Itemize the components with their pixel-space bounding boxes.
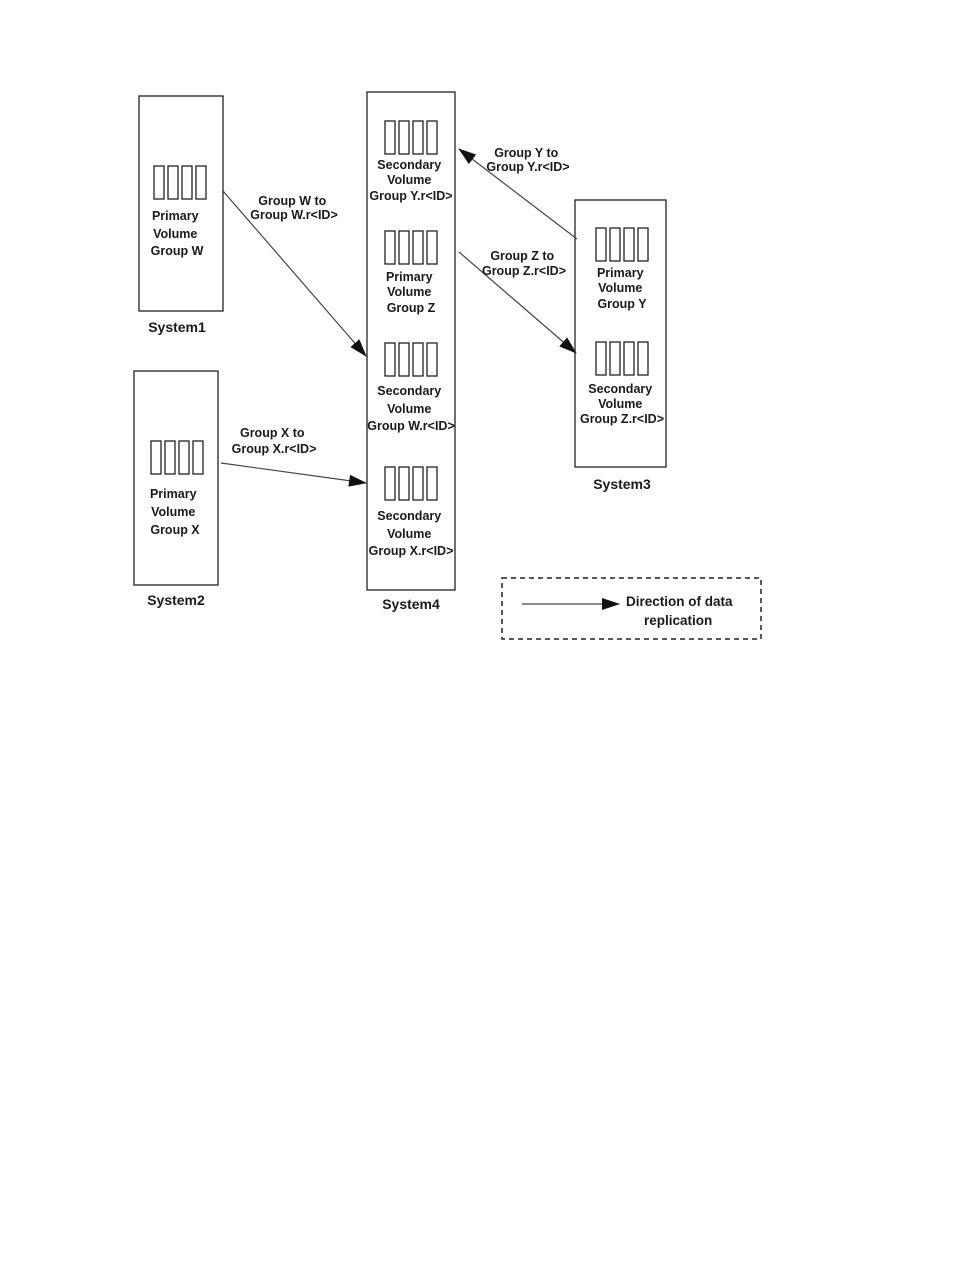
replication-label-x: Group X to Group X.r<ID> xyxy=(232,426,317,456)
vg-line: Volume xyxy=(598,397,642,411)
volume-group-secondary-y: Secondary Volume Group Y.r<ID> xyxy=(369,158,452,203)
vg-line: Group Y.r<ID> xyxy=(369,189,452,203)
vg-line: Primary xyxy=(597,266,644,280)
system1-label: System1 xyxy=(148,319,206,335)
vg-line: Volume xyxy=(598,281,642,295)
replication-label-z: Group Z to Group Z.r<ID> xyxy=(482,249,566,278)
system3-label: System3 xyxy=(593,476,651,492)
disk-stack-icon xyxy=(384,342,438,377)
repl-line: Group Z to xyxy=(490,249,554,263)
repl-line: Group Y to xyxy=(494,146,558,160)
volume-group-secondary-x: Secondary Volume Group X.r<ID> xyxy=(369,509,454,558)
replication-arrow xyxy=(458,251,577,354)
replication-arrow xyxy=(220,462,367,487)
system4: Secondary Volume Group Y.r<ID> Primary V… xyxy=(366,91,456,612)
system4-box xyxy=(366,91,456,591)
repl-line: Group Y.r<ID> xyxy=(486,160,569,174)
replication-z: Group Z to Group Z.r<ID> xyxy=(458,249,577,354)
vg-line: Primary xyxy=(152,209,199,223)
vg-line: Volume xyxy=(153,227,197,241)
vg-line: Primary xyxy=(386,270,433,284)
vg-line: Secondary xyxy=(377,509,441,523)
volume-group-primary-x: Primary Volume Group X xyxy=(150,487,200,537)
replication-arrow xyxy=(222,190,367,357)
system1: Primary Volume Group W System1 xyxy=(138,95,224,335)
system3: Primary Volume Group Y Secondary Volume … xyxy=(574,199,667,492)
legend-box xyxy=(501,577,762,640)
disk-stack-icon xyxy=(150,440,204,475)
vg-line: Volume xyxy=(387,173,431,187)
disk-stack-icon xyxy=(384,466,438,501)
replication-arrow xyxy=(458,148,578,240)
vg-line: Group Z xyxy=(387,301,436,315)
system4-label: System4 xyxy=(382,596,440,612)
legend-line-1: Direction of data xyxy=(626,594,733,609)
replication-label-w: Group W to Group W.r<ID> xyxy=(250,194,338,222)
volume-group-primary-w: Primary Volume Group W xyxy=(151,209,204,258)
vg-line: Secondary xyxy=(588,382,652,396)
disk-stack-icon xyxy=(153,165,207,200)
disk-stack-icon xyxy=(595,227,649,262)
volume-group-primary-y: Primary Volume Group Y xyxy=(597,266,647,311)
disk-stack-icon xyxy=(384,120,438,155)
system2: Primary Volume Group X System2 xyxy=(133,370,219,608)
repl-line: Group W.r<ID> xyxy=(250,208,338,222)
vg-line: Primary xyxy=(150,487,197,501)
disk-stack-icon xyxy=(384,230,438,265)
volume-group-secondary-z: Secondary Volume Group Z.r<ID> xyxy=(580,382,664,426)
system2-box xyxy=(133,370,219,586)
replication-x: Group X to Group X.r<ID> xyxy=(220,426,367,487)
repl-line: Group Z.r<ID> xyxy=(482,264,566,278)
repl-line: Group X.r<ID> xyxy=(232,442,317,456)
vg-line: Group Y xyxy=(597,297,647,311)
vg-line: Volume xyxy=(387,527,431,541)
replication-w: Group W to Group W.r<ID> xyxy=(222,190,367,357)
system1-box xyxy=(138,95,224,312)
vg-line: Secondary xyxy=(377,158,441,172)
legend: Direction of data replication xyxy=(501,577,762,640)
disk-stack-icon xyxy=(595,341,649,376)
repl-line: Group X to xyxy=(240,426,305,440)
repl-line: Group W to xyxy=(258,194,326,208)
volume-group-secondary-w: Secondary Volume Group W.r<ID> xyxy=(367,384,455,433)
vg-line: Volume xyxy=(387,285,431,299)
volume-group-primary-z: Primary Volume Group Z xyxy=(386,270,436,315)
vg-line: Group X xyxy=(150,523,200,537)
legend-line-2: replication xyxy=(644,613,712,628)
system2-label: System2 xyxy=(147,592,205,608)
vg-line: Group W.r<ID> xyxy=(367,419,455,433)
vg-line: Volume xyxy=(151,505,195,519)
replication-label-y: Group Y to Group Y.r<ID> xyxy=(486,146,569,174)
vg-line: Secondary xyxy=(377,384,441,398)
vg-line: Group W xyxy=(151,244,204,258)
replication-y: Group Y to Group Y.r<ID> xyxy=(458,146,578,240)
vg-line: Volume xyxy=(387,402,431,416)
vg-line: Group X.r<ID> xyxy=(369,544,454,558)
vg-line: Group Z.r<ID> xyxy=(580,412,664,426)
